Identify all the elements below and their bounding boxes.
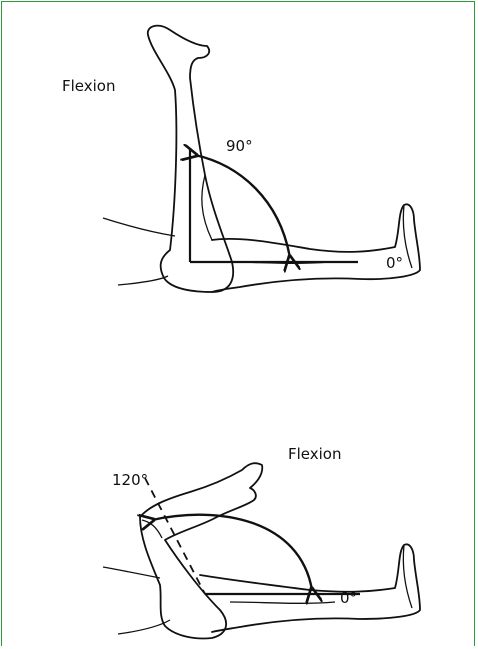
bottom-angle-120-label: 120° bbox=[112, 471, 148, 489]
top-panel: Flexion 90° 0° bbox=[62, 26, 420, 292]
bottom-flexed-leg bbox=[140, 463, 262, 638]
top-angle-0-label: 0° bbox=[386, 254, 403, 272]
top-buttock-outline bbox=[118, 276, 168, 285]
bottom-panel: Flexion 120° 0° bbox=[103, 445, 420, 639]
bottom-extended-leg bbox=[200, 544, 420, 632]
bottom-calf-line bbox=[230, 602, 335, 603]
bottom-knee-detail bbox=[142, 520, 162, 538]
bottom-flexion-label: Flexion bbox=[288, 445, 342, 463]
top-ankle-detail bbox=[403, 205, 412, 268]
top-extended-leg bbox=[212, 204, 420, 292]
bottom-ankle-detail bbox=[403, 545, 412, 608]
top-torso-outline bbox=[103, 218, 175, 236]
top-angle-90-label: 90° bbox=[226, 137, 253, 155]
bottom-torso-outline bbox=[103, 567, 160, 578]
bottom-angle-0-label: 0° bbox=[340, 589, 357, 607]
bottom-flexion-arc-arrow bbox=[152, 515, 312, 590]
top-flexion-label: Flexion bbox=[62, 77, 116, 95]
